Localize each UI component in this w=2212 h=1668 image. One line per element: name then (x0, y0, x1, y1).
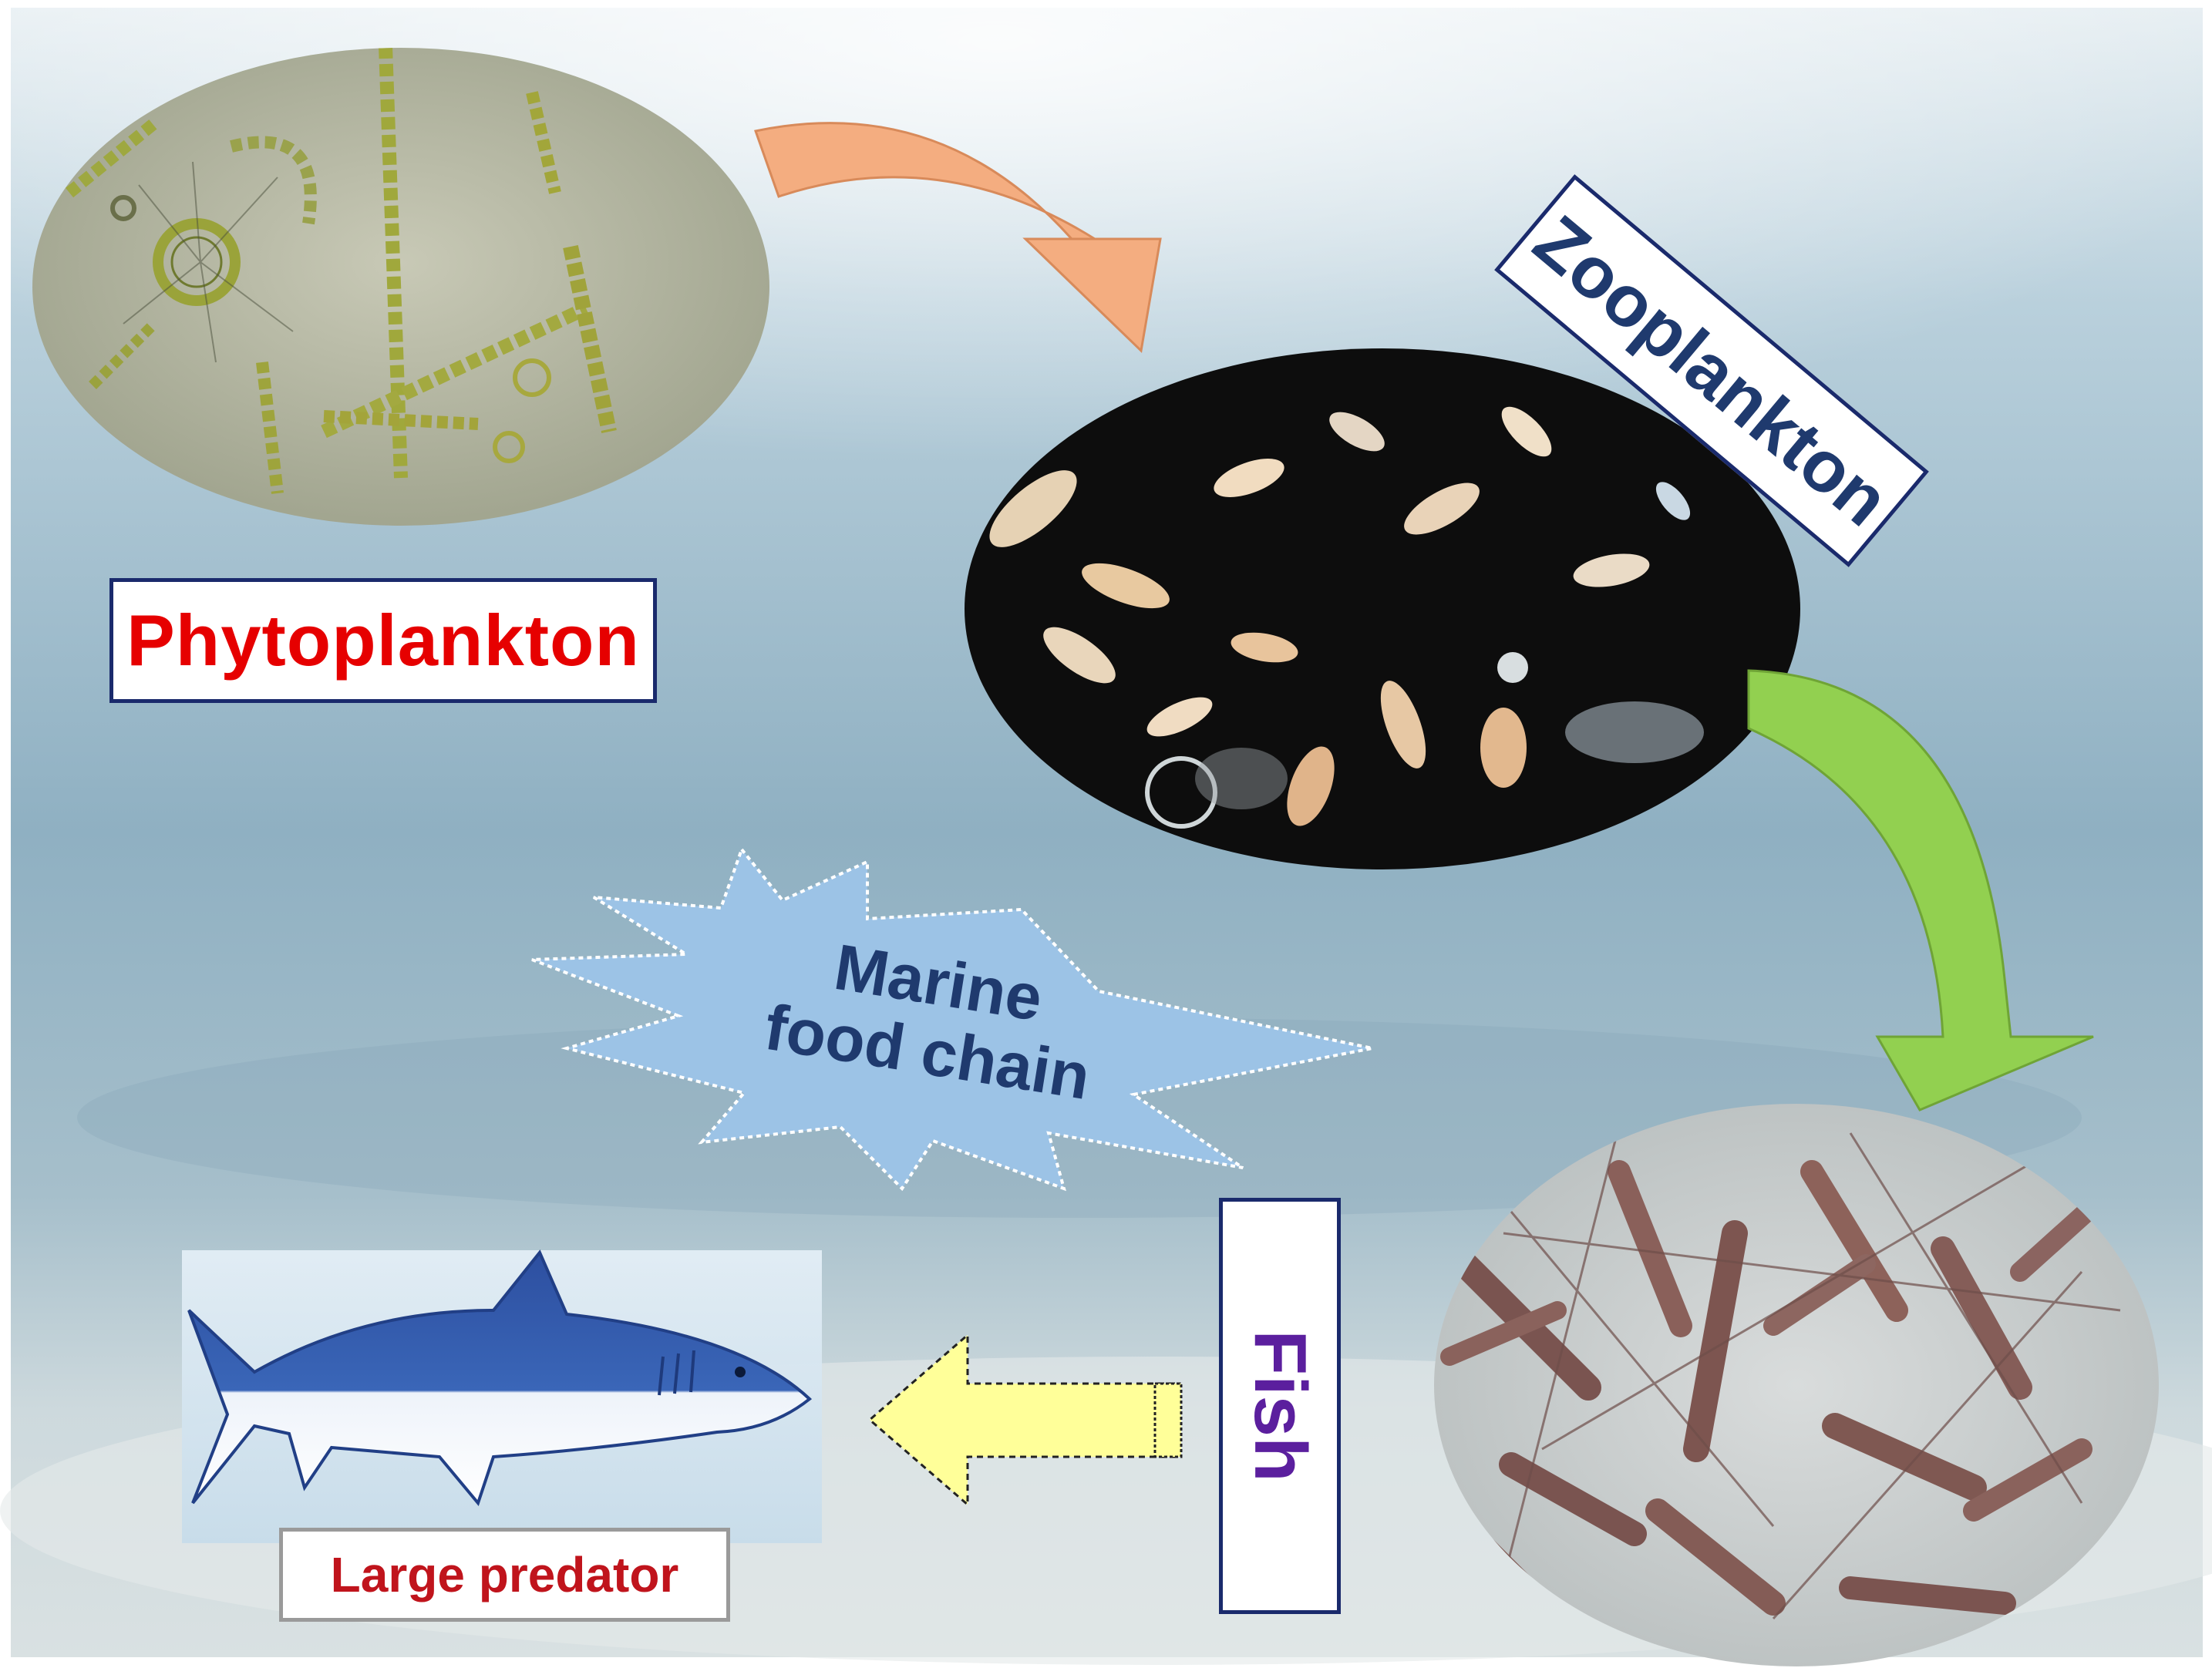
fish-label: Fish (1219, 1198, 1341, 1614)
center-burst (531, 846, 1373, 1192)
phytoplankton-label: Phytoplankton (109, 578, 657, 703)
arrow-fish-to-predator (867, 1332, 1181, 1508)
arrow-tail-hatch (1153, 1382, 1183, 1458)
zooplankton-image (965, 348, 1800, 869)
phytoplankton-image (32, 48, 769, 526)
shark-image (182, 1249, 822, 1543)
shrimp-image (1434, 1104, 2159, 1666)
arrow-phyto-to-zoo (754, 122, 1162, 354)
large-predator-label: Large predator (279, 1528, 730, 1622)
arrow-zoo-to-fish (1747, 669, 2094, 1111)
